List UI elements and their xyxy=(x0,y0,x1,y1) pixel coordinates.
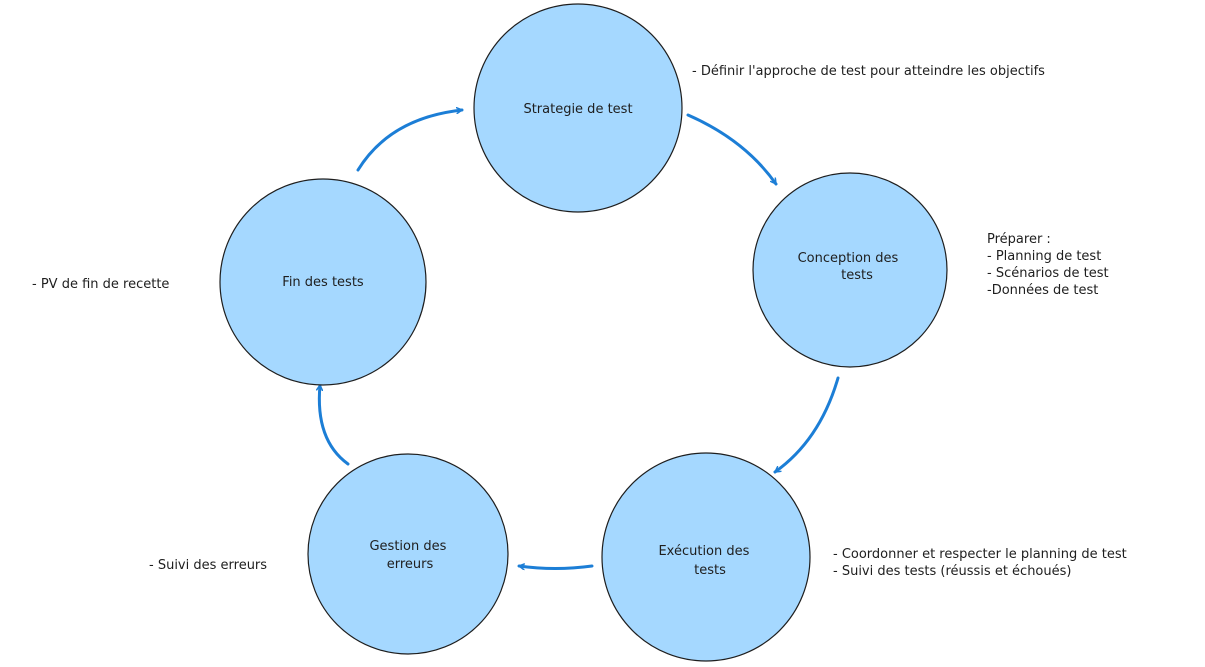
node-strategie-de-test: Strategie de test xyxy=(473,3,683,213)
node-execution-des-tests: Exécution des tests xyxy=(601,452,811,662)
annotation-line: -Données de test xyxy=(987,283,1099,298)
annotation-line: - Suivi des erreurs xyxy=(149,558,268,573)
annotation-line: - PV de fin de recette xyxy=(32,277,170,292)
annotation-line: Préparer : xyxy=(987,232,1051,247)
annotation-conception: Préparer : - Planning de test - Scénario… xyxy=(987,231,1109,299)
node-circle xyxy=(219,178,427,386)
node-label: Fin des tests xyxy=(282,275,364,290)
arrow-execution-to-gestion xyxy=(517,566,594,569)
annotation-execution: - Coordonner et respecter le planning de… xyxy=(833,546,1127,580)
node-label: Exécution des tests xyxy=(658,544,753,578)
arrow-conception-to-execution xyxy=(773,376,840,474)
node-circle xyxy=(752,172,948,368)
annotation-line: - Définir l'approche de test pour attein… xyxy=(692,64,1045,79)
node-circle xyxy=(601,452,811,662)
annotation-line: - Suivi des tests (réussis et échoués) xyxy=(833,564,1072,579)
annotation-gestion: - Suivi des erreurs xyxy=(149,557,267,574)
node-fin-des-tests: Fin des tests xyxy=(219,178,427,386)
node-label: Strategie de test xyxy=(523,102,632,117)
node-label: Gestion des erreurs xyxy=(369,539,450,572)
node-circle xyxy=(473,3,683,213)
node-label: Conception des tests xyxy=(798,251,903,283)
annotation-strategie: - Définir l'approche de test pour attein… xyxy=(692,63,1045,80)
annotation-fin: - PV de fin de recette xyxy=(32,276,169,293)
node-gestion-des-erreurs: Gestion des erreurs xyxy=(307,453,509,655)
node-conception-des-tests: Conception des tests xyxy=(752,172,948,368)
annotation-line: - Planning de test xyxy=(987,249,1102,264)
arrow-gestion-to-fin xyxy=(319,383,350,466)
annotation-line: - Coordonner et respecter le planning de… xyxy=(833,547,1127,562)
annotation-line: - Scénarios de test xyxy=(987,266,1109,281)
arrow-fin-to-strategie xyxy=(356,110,464,172)
node-circle xyxy=(307,453,509,655)
arrow-strategie-to-conception xyxy=(686,113,778,186)
